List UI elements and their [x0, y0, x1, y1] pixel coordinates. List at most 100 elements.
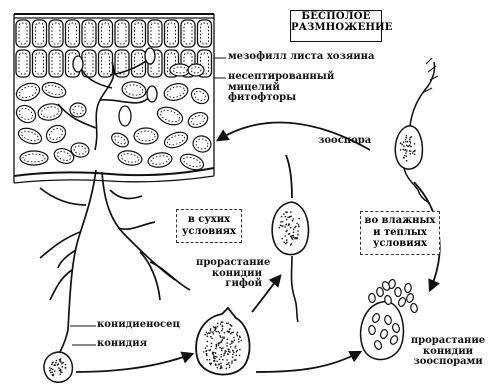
stipple-dot: [295, 237, 297, 239]
stipple-dot: [54, 364, 56, 366]
stipple-dot: [403, 149, 405, 151]
label-mycelium-line-3: фитофторы: [228, 93, 334, 104]
stipple-dot: [290, 227, 292, 229]
spongy-cell-wall: [117, 149, 143, 167]
palisade-cell: [99, 50, 113, 77]
stipple-dot: [239, 336, 241, 338]
spongy-cell-wall: [121, 80, 147, 100]
stipple-dot: [406, 155, 408, 157]
spongy-cell-wall: [191, 134, 213, 154]
stipple-dot: [206, 331, 208, 333]
stipple-dot: [226, 345, 228, 347]
stipple-dot: [217, 367, 219, 369]
label-mycelium: несептированный мицелий фитофторы: [228, 72, 334, 104]
zoospore-small: [397, 297, 407, 308]
wet-conditions-box: во влажных и теплых условиях: [360, 211, 440, 255]
spongy-cells: [13, 64, 212, 173]
stipple-dot: [238, 341, 240, 343]
stipple-dot: [287, 217, 289, 219]
stipple-dot: [222, 347, 224, 349]
stipple-dot: [224, 352, 226, 354]
stipple-dot: [409, 140, 411, 142]
stipple-dot: [212, 331, 214, 333]
stipple-dot: [410, 146, 412, 148]
stipple-dot: [226, 342, 228, 344]
spongy-cell-wall: [188, 64, 204, 76]
palisade-cell: [181, 20, 195, 47]
stipple-dot: [232, 350, 234, 352]
title-box: БЕСПОЛОЕ РАЗМНОЖЕНИЕ: [290, 10, 382, 42]
stipple-dot: [232, 356, 234, 358]
spongy-cell: [41, 80, 68, 100]
stipple-dot: [218, 344, 220, 346]
stipple-dot: [228, 350, 230, 352]
stipple-dot: [296, 222, 298, 224]
stipple-dot: [218, 363, 220, 365]
label-zoospore: зооспора: [318, 136, 371, 147]
stipple-dot: [213, 357, 215, 359]
stipple-dot: [285, 211, 287, 213]
stipple-dot: [229, 324, 231, 326]
stipple-dot: [49, 370, 51, 372]
spongy-cell: [155, 104, 185, 128]
stipple-dot: [403, 141, 405, 143]
stipple-dot: [286, 241, 288, 243]
label-conidium: конидия: [97, 339, 147, 350]
stipple-dot: [410, 142, 412, 144]
stipple-dot: [204, 334, 206, 336]
stipple-dot: [210, 362, 212, 364]
title-line-1: БЕСПОЛОЕ: [291, 11, 381, 22]
dry-line-1: в сухих: [177, 214, 241, 226]
stipple-dot: [213, 360, 215, 362]
zoospore-small: [394, 287, 401, 296]
stipple-dot: [209, 359, 211, 361]
stipple-dot: [214, 329, 216, 331]
label-mesophyll: мезофилл листа хозяина: [228, 52, 374, 63]
palisade-cell: [16, 20, 30, 47]
label-hypha-germination: прорастание конидии гифой: [196, 258, 262, 290]
stipple-dot: [227, 363, 229, 365]
stipple-dot: [405, 152, 407, 154]
spongy-cell-wall: [16, 125, 43, 146]
stipple-dot: [213, 355, 215, 357]
stipple-dot: [298, 226, 300, 228]
spongy-cell: [43, 122, 68, 146]
stipple-dot: [412, 152, 414, 154]
stipple-dot: [222, 336, 224, 338]
stipple-dot: [286, 239, 288, 241]
label-mycelium-line-1: несептированный: [228, 72, 334, 83]
stipple-dot: [295, 226, 297, 228]
stipple-dot: [229, 343, 231, 345]
stipple-dot: [209, 333, 211, 335]
palisade-cell: [33, 50, 47, 77]
stipple-dot: [221, 367, 223, 369]
spongy-cell-wall: [43, 122, 68, 146]
stipple-dot: [289, 233, 291, 235]
stipple-dot: [400, 143, 402, 145]
stipple-dot: [281, 216, 283, 218]
stipple-dot: [65, 367, 67, 369]
palisade-cell: [99, 20, 113, 47]
stipple-dot: [229, 367, 231, 369]
stipple-dot: [232, 354, 234, 356]
stipple-dot: [227, 322, 229, 324]
stipple-dot: [405, 141, 407, 143]
palisade-cell: [16, 50, 30, 77]
stipple-dot: [210, 364, 212, 366]
stipple-dot: [401, 144, 403, 146]
stipple-dot: [403, 145, 405, 147]
zoospore-small: [368, 293, 375, 303]
stipple-dot: [400, 149, 402, 151]
spongy-cell: [20, 151, 48, 165]
stipple-dot: [235, 354, 237, 356]
stipple-dot: [237, 335, 239, 337]
spongy-cell: [191, 134, 213, 154]
stipple-dot: [292, 235, 294, 237]
stipple-dot: [222, 339, 224, 341]
stipple-dot: [284, 226, 286, 228]
stipple-dot: [206, 359, 208, 361]
stipple-dot: [221, 354, 223, 356]
hypha-germ-line-1: прорастание: [196, 258, 262, 269]
stipple-dot: [283, 213, 285, 215]
